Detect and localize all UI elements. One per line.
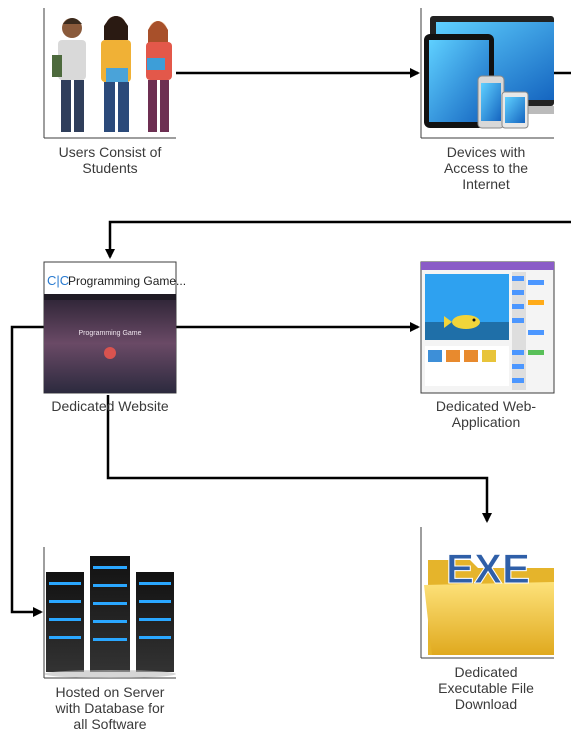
website-cta-icon [104, 347, 116, 359]
phone-icon [477, 75, 529, 129]
student-figure [101, 16, 131, 132]
exe-badge: EXE [446, 545, 530, 592]
students-image [43, 8, 176, 139]
student-figure [52, 18, 86, 132]
folder-icon [424, 560, 554, 655]
website-logo: C|C [47, 273, 69, 288]
connector-website-to-exe [106, 395, 492, 523]
caption-devices: Devices with Access to the Internet [443, 144, 529, 192]
website-title: Programming Game... [68, 274, 186, 288]
website-hero-text: Programming Game [78, 330, 141, 337]
caption-website: Dedicated Website [51, 398, 169, 414]
connector-website-to-server [10, 325, 44, 617]
exe-folder-image [420, 527, 554, 659]
caption-exe: Dedicated Executable File Download [438, 664, 534, 712]
connector-devices-to-website [105, 71, 571, 259]
server-lights [49, 566, 171, 641]
caption-webapp: Dedicated Web- Application [435, 398, 537, 430]
fish-icon [444, 315, 480, 329]
website-screenshot [43, 261, 177, 394]
caption-server: Hosted on Server with Database for all S… [55, 684, 165, 732]
server-rack-image [43, 547, 176, 679]
code-blocks [512, 276, 544, 383]
devices-image [420, 8, 554, 139]
caption-users: Users Consist of Students [58, 144, 162, 176]
webapp-screenshot [420, 261, 555, 394]
student-figure [146, 21, 172, 132]
